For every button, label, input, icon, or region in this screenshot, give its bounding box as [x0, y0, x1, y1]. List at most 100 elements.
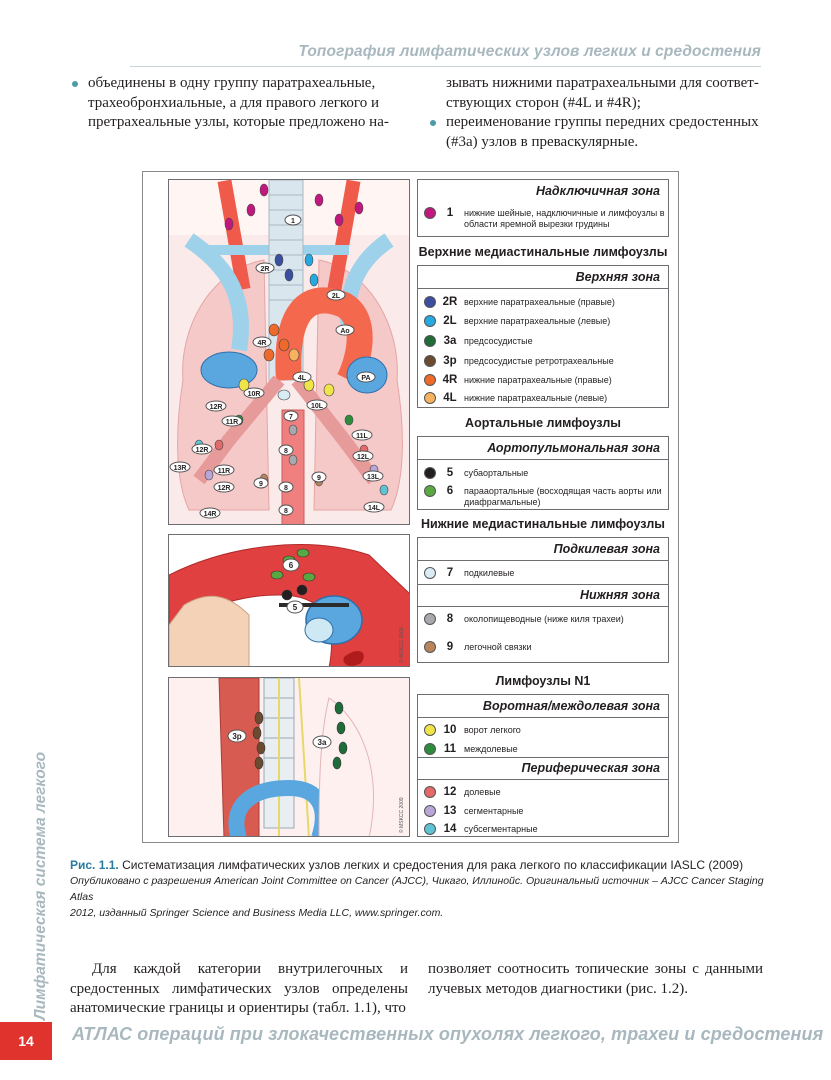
station-description: сегментарные: [464, 806, 524, 816]
map-label: 14R: [204, 511, 217, 518]
legend-item: 1 нижние шейные, надключичные и лимфоузл…: [424, 207, 665, 229]
node-color-swatch: [424, 374, 436, 386]
station-number: 14: [443, 823, 457, 835]
map-label: 14L: [368, 505, 381, 512]
station-number: 2R: [442, 296, 458, 308]
station-number: 8: [446, 613, 454, 625]
station-number: 1: [446, 207, 454, 219]
map-label: 2R: [261, 266, 270, 273]
map-label: 9: [259, 481, 263, 488]
node-color-swatch: [424, 613, 436, 625]
intro-right-column: зывать нижними паратрахеальными для соот…: [428, 74, 763, 152]
map-label: 8: [284, 448, 288, 455]
station-description: парааортальные (восходящая часть аорты и…: [464, 486, 662, 507]
page-number: 14: [0, 1022, 52, 1060]
station-description: нижние паратрахеальные (левые): [464, 393, 608, 403]
lymph-node-map-figure: 1 2R 2L 4R Ao 4L PA 10R 10L 7 12R 11R 11…: [142, 171, 679, 843]
intro-left-line: трахеобронхиальные, а для правого легког…: [88, 94, 379, 111]
station-number: 5: [446, 467, 454, 479]
node-color-swatch: [424, 823, 436, 835]
legend-supraclavicular-zone: Надключичная зона 1 нижние шейные, надкл…: [417, 179, 669, 237]
legend-item: 7 подкилевые: [424, 567, 515, 579]
map-label: PA: [361, 375, 370, 382]
station-number: 4R: [442, 374, 458, 386]
map-label: 11R: [226, 419, 238, 426]
map-label: 11L: [356, 433, 368, 440]
station-description: междолевые: [464, 744, 518, 754]
header-rule: [130, 66, 761, 67]
station-description: ворот легкого: [464, 725, 521, 735]
map-label: 4R: [258, 340, 267, 347]
station-description: нижние шейные, надключичные и лимфоузлы …: [464, 208, 665, 229]
intro-left-column: объединены в одну группу паратрахеальные…: [70, 74, 400, 133]
station-number: 7: [446, 567, 454, 579]
zone-divider: [418, 560, 668, 561]
copyright-text: © MSKCC 2009: [398, 627, 405, 663]
node-color-swatch: [424, 641, 436, 653]
station-number: 3a: [443, 335, 457, 347]
zone-title: Аортопульмональная зона: [487, 441, 660, 455]
node-color-swatch: [424, 743, 436, 755]
frontal-anatomy-svg: 1 2R 2L 4R Ao 4L PA 10R 10L 7 12R 11R 11…: [169, 180, 409, 524]
station-number: 9: [446, 641, 454, 653]
map-label: 5: [293, 603, 298, 612]
map-label: 4L: [298, 375, 307, 382]
station-number: 2L: [443, 315, 457, 327]
station-number: 13: [443, 805, 457, 817]
station-description: нижние паратрахеальные (правые): [464, 375, 612, 385]
body-text-right: позволяет соотносить топические зоны с д…: [428, 961, 763, 997]
station-number: 4L: [443, 392, 457, 404]
zone-divider: [418, 459, 668, 460]
map-label: 6: [289, 561, 294, 570]
map-label: 3a: [318, 738, 327, 747]
intro-left-line: претрахеальные узлы, которые предложено …: [88, 114, 389, 130]
node-color-swatch: [424, 296, 436, 308]
group-heading-upper-mediastinal: Верхние медиастинальные лимфоузлы: [418, 245, 668, 259]
map-label: 12R: [218, 485, 231, 492]
station-number: 11: [443, 743, 457, 755]
copyright-text: © MSKCC 2009: [398, 797, 405, 833]
node-color-swatch: [424, 786, 436, 798]
lateral-view-svg: 3p 3a © MSKCC 2009: [169, 678, 409, 836]
map-label: 12R: [196, 447, 209, 454]
caption-source-line: 2012, изданный Springer Science and Busi…: [70, 907, 444, 919]
map-label: 12R: [210, 404, 223, 411]
node-color-swatch: [424, 392, 436, 404]
node-color-swatch: [424, 355, 436, 367]
group-heading-n1: Лимфоузлы N1: [495, 674, 591, 688]
map-label: 7: [289, 414, 293, 421]
zone-divider: [418, 757, 668, 758]
zone-title: Подкилевая зона: [553, 542, 660, 556]
legend-item: 4L нижние паратрахеальные (левые): [424, 392, 608, 404]
caption-text: Систематизация лимфатических узлов легки…: [122, 858, 744, 872]
node-color-swatch: [424, 207, 436, 219]
map-label: Ao: [340, 328, 349, 335]
station-description: предсосудистые ретротрахеальные: [464, 356, 614, 366]
station-number: 6: [446, 485, 454, 497]
station-number: 12: [443, 786, 457, 798]
map-label: 8: [284, 508, 288, 515]
map-label: 8: [284, 485, 288, 492]
intro-right-bullet-line: переименование группы передних средостен…: [446, 114, 759, 130]
intro-right-line: ствующих сторон (#4L и #4R);: [446, 94, 641, 111]
zone-title: Верхняя зона: [575, 270, 660, 284]
map-label: 13R: [174, 465, 187, 472]
node-color-swatch: [424, 485, 436, 497]
bullet-icon: [430, 120, 436, 126]
intro-right-bullet-line: (#3a) узлов в преваскулярные.: [446, 133, 639, 150]
intro-left-line: объединены в одну группу паратрахеальные…: [88, 75, 376, 91]
station-description: подкилевые: [464, 568, 515, 578]
aortic-arch-svg: 6 5 © MSKCC 2009: [169, 544, 409, 666]
body-text-left: Для каждой категории внутрилегочных и ср…: [70, 961, 408, 1016]
node-color-swatch: [424, 724, 436, 736]
legend-item: 13 сегментарные: [424, 805, 524, 817]
spine-text: Лимфатическая система легкого: [32, 751, 49, 1020]
figure-label: Рис. 1.1.: [70, 858, 119, 872]
